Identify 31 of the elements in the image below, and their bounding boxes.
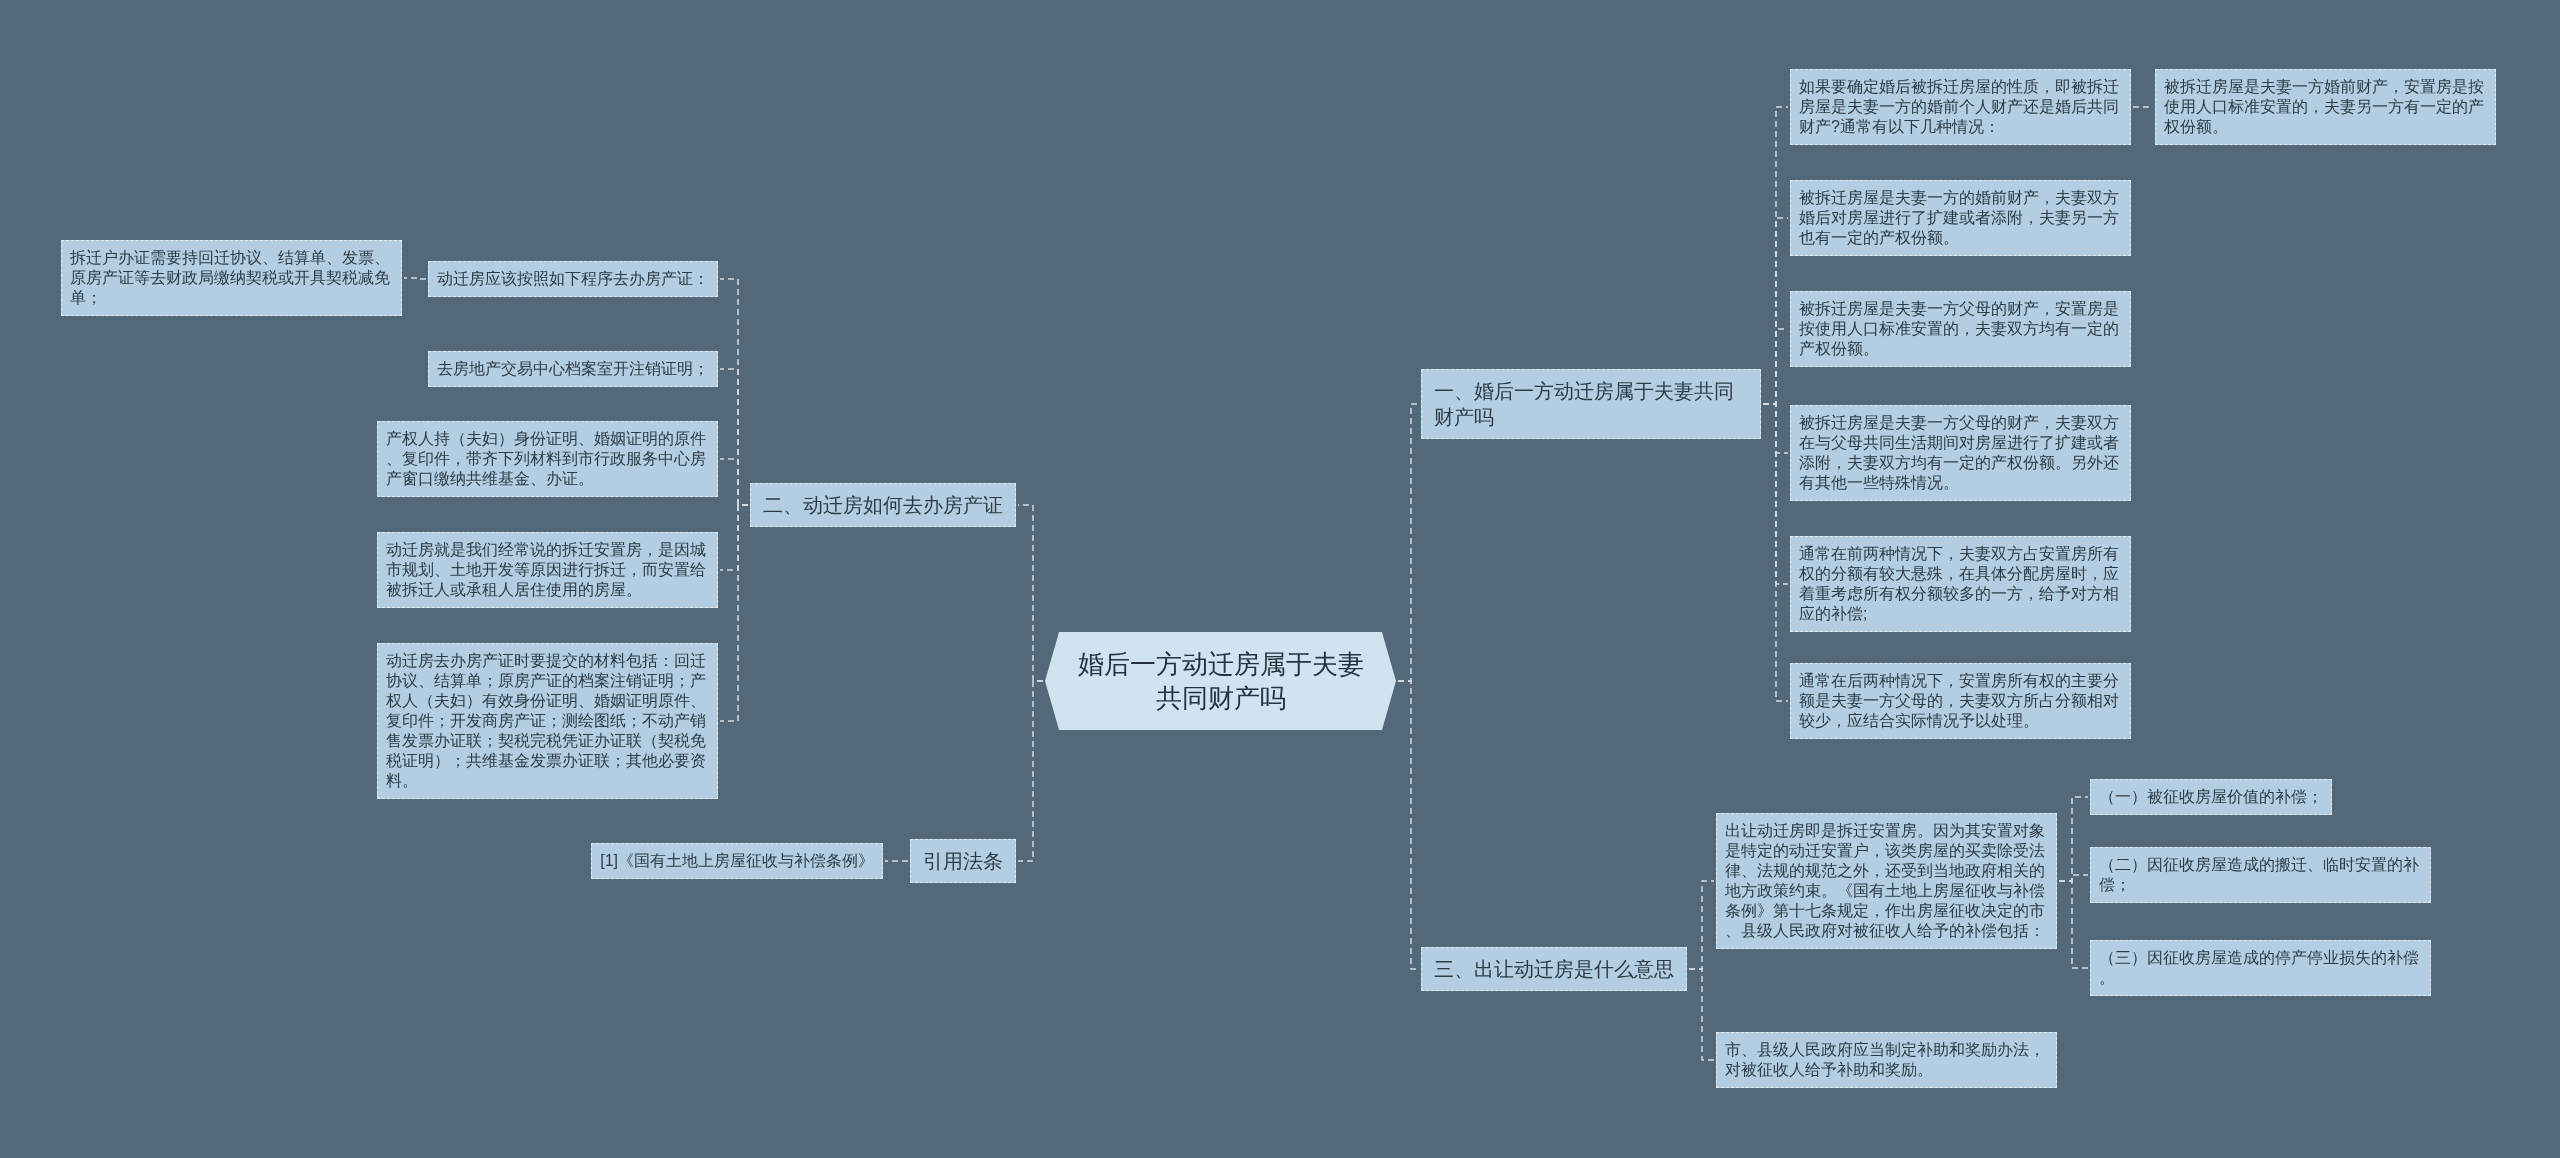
note-box: 产权人持（夫妇）身份证明、婚姻证明的原件、复印件，带齐下列材料到市行政服务中心房产窗口缴纳共维基金、办证。 bbox=[377, 421, 718, 497]
note-box: 被拆迁房屋是夫妻一方的婚前财产，夫妻双方婚后对房屋进行了扩建或者添附，夫妻另一方也有一定的产权份额。 bbox=[1790, 180, 2131, 256]
note-box: 被拆迁房屋是夫妻一方父母的财产，安置房是按使用人口标准安置的，夫妻双方均有一定的产权份额。 bbox=[1790, 291, 2131, 367]
topic-box: 一、婚后一方动迁房属于夫妻共同财产吗 bbox=[1421, 369, 1761, 439]
note-box: 如果要确定婚后被拆迁房屋的性质，即被拆迁房屋是夫妻一方的婚前个人财产还是婚后共同财产?通常有以下几种情况： bbox=[1790, 69, 2131, 145]
connector-line bbox=[719, 504, 749, 722]
connector-line bbox=[2058, 880, 2089, 969]
note-box: [1]《国有土地上房屋征收与补偿条例》 bbox=[591, 843, 883, 879]
note-box: 通常在前两种情况下，夫妻双方占安置房所有权的分额有较大悬殊，在具体分配房屋时，应着重考虑所有权分额较多的一方，给予对方相应的补偿; bbox=[1790, 536, 2131, 632]
topic-box: 三、出让动迁房是什么意思 bbox=[1421, 947, 1687, 991]
note-box: 市、县级人民政府应当制定补助和奖励办法，对被征收人给予补助和奖励。 bbox=[1716, 1032, 2057, 1088]
note-box: 被拆迁房屋是夫妻一方父母的财产，夫妻双方在与父母共同生活期间对房屋进行了扩建或者添附，夫妻双方均有一定的产权份额。另外还有其他一些特殊情况。 bbox=[1790, 405, 2131, 501]
topic-box: 二、动迁房如何去办房产证 bbox=[750, 483, 1016, 527]
connector-line bbox=[884, 860, 909, 862]
note-box: （一）被征收房屋价值的补偿； bbox=[2090, 779, 2332, 815]
note-box: 动迁房去办房产证时要提交的材料包括：回迁协议、结算单；原房产证的档案注销证明；产权人（夫妇）有效身份证明、婚姻证明原件、复印件；开发商房产证；测绘图纸；不动产销售发票办证联；契税完税凭证办证联（契税免税证明）；共维基金发票办证联；其他必要资料。 bbox=[377, 643, 718, 799]
topic-hexagon: 婚后一方动迁房属于夫妻共同财产吗 bbox=[1045, 632, 1396, 730]
connector-line bbox=[1017, 680, 1044, 862]
note-box: 通常在后两种情况下，安置房所有权的主要分额是夫妻一方父母的，夫妻双方所占分额相对较少，应结合实际情况予以处理。 bbox=[1790, 663, 2131, 739]
note-box: （二）因征收房屋造成的搬迁、临时安置的补偿； bbox=[2090, 847, 2431, 903]
note-box: 去房地产交易中心档案室开注销证明； bbox=[428, 351, 718, 387]
note-box: 动迁房应该按照如下程序去办房产证： bbox=[428, 261, 718, 297]
note-box: 拆迁户办证需要持回迁协议、结算单、发票、原房产证等去财政局缴纳契税或开具契税减免单； bbox=[61, 240, 402, 316]
note-box: 动迁房就是我们经常说的拆迁安置房，是因城市规划、土地开发等原因进行拆迁，而安置给被拆迁人或承租人居住使用的房屋。 bbox=[377, 532, 718, 608]
topic-box: 引用法条 bbox=[910, 839, 1016, 883]
note-box: 出让动迁房即是拆迁安置房。因为其安置对象是特定的动迁安置户，该类房屋的买卖除受法律、法规的规范之外，还受到当地政府相关的地方政策约束。《国有土地上房屋征收与补偿条例》第十七条规定，作出房屋征收决定的市、县级人民政府对被征收人给予的补偿包括： bbox=[1716, 813, 2057, 949]
connector-line bbox=[1688, 968, 1715, 1061]
note-box: 被拆迁房屋是夫妻一方婚前财产，安置房是按使用人口标准安置的，夫妻另一方有一定的产权份额。 bbox=[2155, 69, 2496, 145]
connector-line bbox=[403, 277, 427, 280]
note-box: （三）因征收房屋造成的停产停业损失的补偿。 bbox=[2090, 940, 2431, 996]
connector-line bbox=[1762, 403, 1789, 702]
